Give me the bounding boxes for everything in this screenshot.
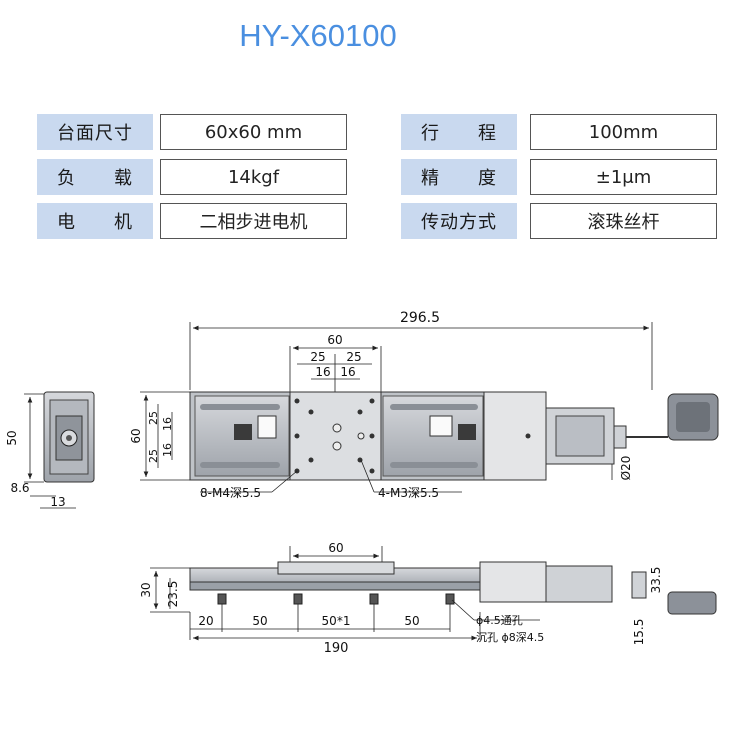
- pitch-inner-left: 16: [315, 365, 330, 379]
- end-view: 50 8.6 13: [5, 391, 95, 509]
- product-title: HY-X60100: [239, 18, 397, 53]
- v-outer-top: 25: [147, 411, 160, 425]
- top-view: 296.5 60 25 25 16 16: [129, 310, 719, 500]
- total-length-dim: 296.5: [400, 310, 440, 326]
- pitch-inner-right: 16: [340, 365, 355, 379]
- spec-label-drive: 传动方式: [401, 203, 517, 239]
- side-height-rail: 23.5: [166, 581, 180, 608]
- v-inner-top: 16: [161, 417, 174, 431]
- spec-label-stroke: 行 程: [401, 114, 517, 150]
- thru-hole-note: ϕ4.5通孔: [476, 614, 523, 627]
- dim-second: 50: [252, 614, 267, 628]
- v-outer-bottom: 25: [147, 449, 160, 463]
- end-offset-dim: 8.6: [10, 481, 29, 495]
- end-width-dim: 13: [50, 495, 65, 509]
- side-view: 60 30 23.5 33.5 15.5 20 50: [139, 541, 717, 656]
- pitch-outer-left: 25: [310, 350, 325, 364]
- spec-value-stroke: 100mm: [530, 114, 717, 150]
- counterbore-note: 沉孔 ϕ8深4.5: [476, 631, 544, 644]
- spec-label-accuracy: 精 度: [401, 159, 517, 195]
- side-total-dim: 190: [324, 641, 349, 656]
- dim-third: 50*1: [322, 614, 351, 628]
- side-table-width-dim: 60: [328, 541, 343, 555]
- v-inner-bottom: 16: [161, 443, 174, 457]
- motor-low-dim: 15.5: [632, 619, 646, 646]
- spec-value-drive: 滚珠丝杆: [530, 203, 717, 239]
- spec-value-accuracy: ±1μm: [530, 159, 717, 195]
- end-height-dim: 50: [5, 430, 19, 445]
- hole-m3-note: 4-M3深5.5: [378, 486, 439, 500]
- pitch-outer-right: 25: [346, 350, 361, 364]
- side-height-total: 30: [139, 582, 153, 597]
- spec-value-table-size: 60x60 mm: [160, 114, 347, 150]
- top-height-dim: 60: [129, 428, 143, 443]
- spec-value-load: 14kgf: [160, 159, 347, 195]
- spec-value-motor: 二相步进电机: [160, 203, 347, 239]
- hole-m4-note: 8-M4深5.5: [200, 486, 261, 500]
- spec-label-motor: 电 机: [37, 203, 153, 239]
- motor-height-dim: 33.5: [649, 567, 663, 594]
- dim-fourth: 50: [404, 614, 419, 628]
- spec-label-load: 负 载: [37, 159, 153, 195]
- dim-first: 20: [198, 614, 213, 628]
- top-table-width-dim: 60: [327, 333, 342, 347]
- spec-label-table-size: 台面尺寸: [37, 114, 153, 150]
- motor-dia-dim: Ø20: [619, 456, 633, 481]
